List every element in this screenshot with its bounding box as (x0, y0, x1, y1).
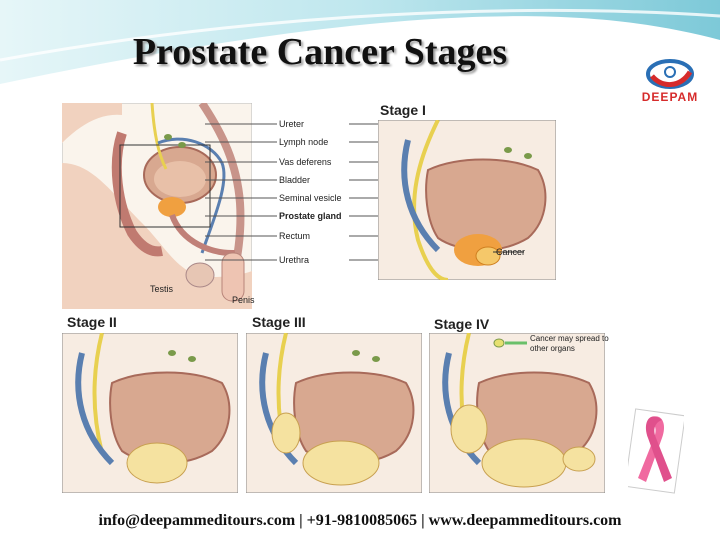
leader-lines (205, 123, 381, 261)
deepam-logo: DEEPAM (632, 58, 708, 108)
footer-contact: info@deepammeditours.com | +91-981008506… (98, 512, 622, 529)
label-seminal-vesicle: Seminal vesicle (279, 193, 342, 203)
label-bladder: Bladder (279, 175, 311, 185)
logo-swirl-icon (646, 59, 694, 89)
stage-4-label: Stage IV (434, 316, 490, 332)
label-penis: Penis (232, 295, 255, 305)
pink-ribbon-icon (628, 408, 684, 494)
label-lymph-node: Lymph node (279, 137, 329, 147)
stage-4-spread-label: Cancer may spread to other organs (530, 334, 609, 353)
slide-title: Prostate Cancer Stages (132, 31, 508, 73)
stage-1-cancer-label: Cancer (496, 247, 526, 257)
stage-4-panel (429, 333, 605, 493)
anatomy-illustration (62, 103, 252, 309)
stage-2-label: Stage II (67, 314, 117, 330)
stage-2-panel (62, 333, 238, 493)
label-prostate-gland: Prostate gland (279, 211, 342, 221)
label-vas-deferens: Vas deferens (279, 157, 332, 167)
label-ureter: Ureter (279, 119, 305, 129)
logo-text: DEEPAM (641, 90, 699, 104)
header-swoosh (0, 0, 720, 84)
label-testis: Testis (150, 284, 174, 294)
stage-1-panel (378, 120, 556, 280)
stage-1-label: Stage I (380, 102, 426, 118)
stage-3-label: Stage III (252, 314, 306, 330)
stage-3-panel (246, 333, 422, 493)
label-urethra: Urethra (279, 255, 310, 265)
label-rectum: Rectum (279, 231, 311, 241)
